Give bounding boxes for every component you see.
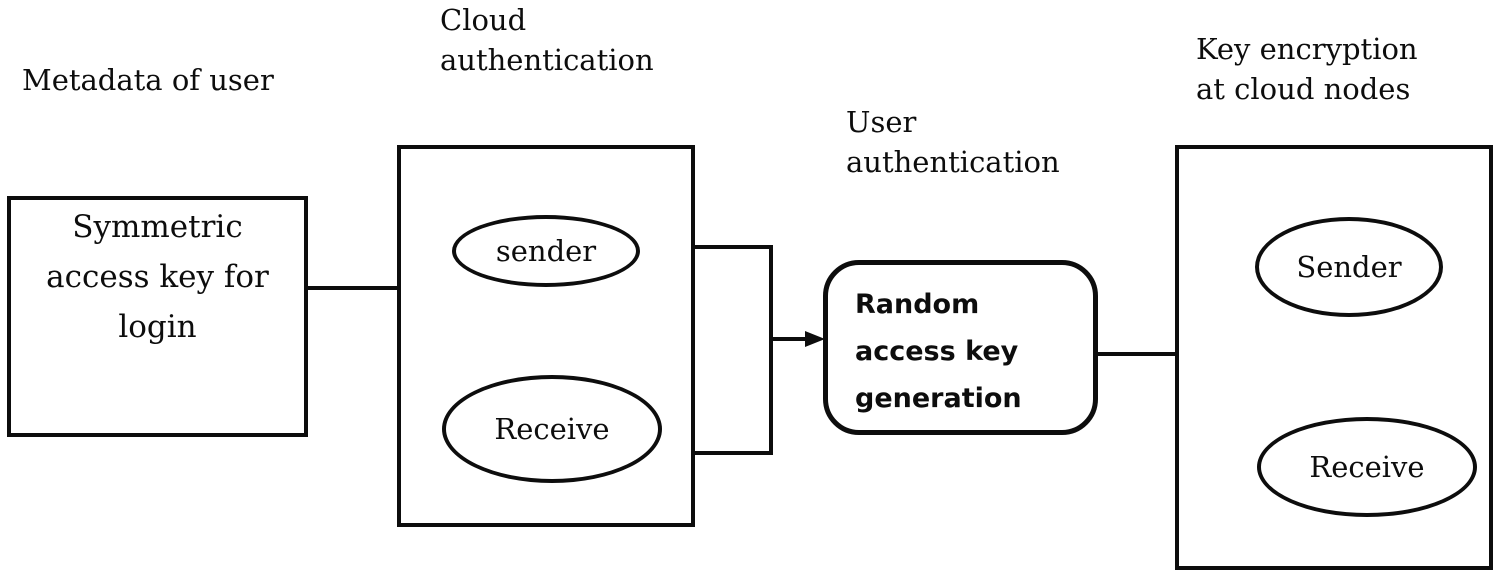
label-line: authentication bbox=[440, 43, 654, 77]
node-random-access-key-generation: Random access key generation bbox=[823, 260, 1098, 435]
node-text-line: generation bbox=[855, 383, 1022, 414]
label-line: Cloud bbox=[440, 3, 527, 37]
node-key-sender: Sender bbox=[1255, 217, 1443, 317]
label-line: User bbox=[846, 105, 917, 139]
label-user-authentication: User authentication bbox=[846, 102, 1060, 182]
arrowhead-random-box bbox=[805, 331, 825, 347]
node-text-line: Symmetric bbox=[72, 209, 243, 245]
label-line: Key encryption bbox=[1196, 32, 1418, 66]
label-key-encryption-at-cloud-nodes: Key encryption at cloud nodes bbox=[1196, 29, 1418, 109]
node-key-receive: Receive bbox=[1257, 417, 1477, 517]
node-symmetric-access-key: Symmetric access key for login bbox=[7, 196, 308, 437]
node-text-line: login bbox=[118, 309, 197, 345]
node-cloud-receive: Receive bbox=[442, 375, 662, 483]
node-text-line: access key for bbox=[46, 259, 269, 295]
label-line: at cloud nodes bbox=[1196, 72, 1411, 106]
node-text-line: Random bbox=[855, 289, 980, 320]
node-text-line: access key bbox=[855, 336, 1019, 367]
label-cloud-authentication: Cloud authentication bbox=[440, 0, 654, 80]
label-line: authentication bbox=[846, 145, 1060, 179]
connector-cloud-to-random bbox=[638, 245, 825, 455]
label-metadata-of-user: Metadata of user bbox=[22, 63, 274, 97]
node-cloud-sender: sender bbox=[452, 215, 640, 287]
